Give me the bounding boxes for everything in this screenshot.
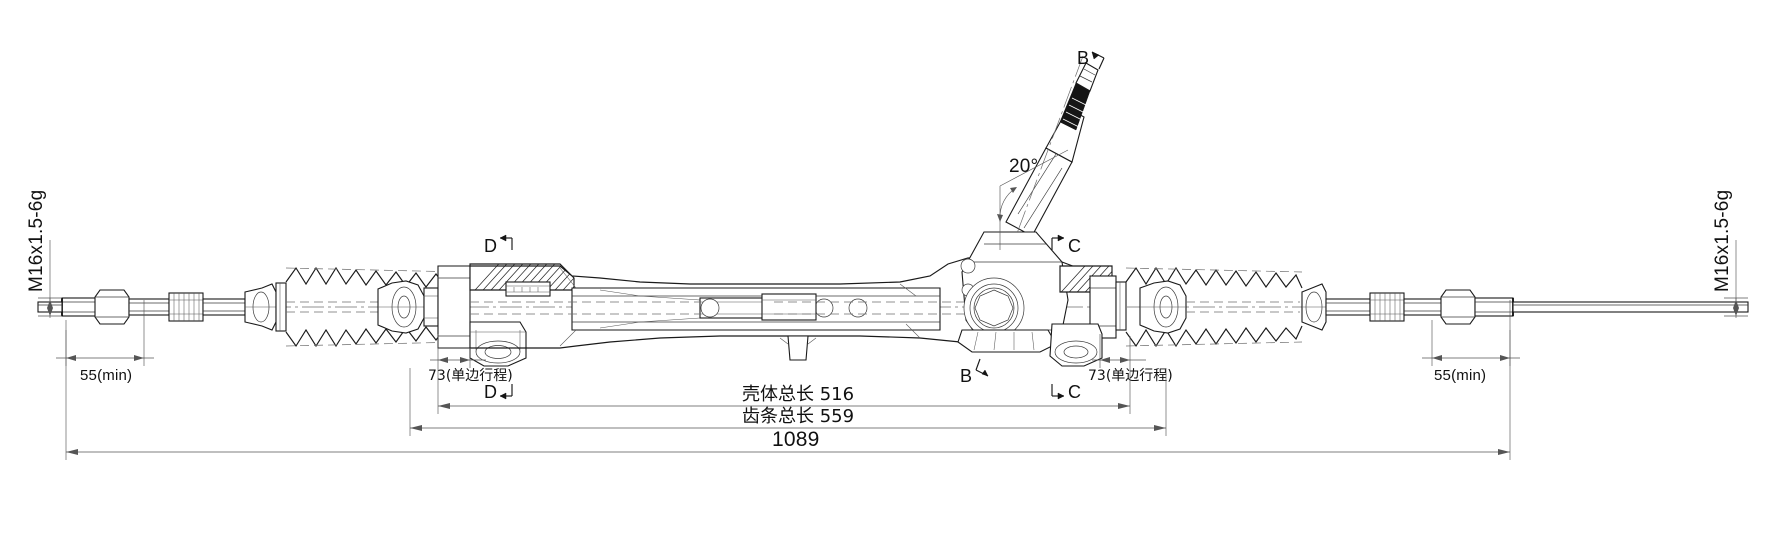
section-b-bottom-letter: B <box>960 366 972 386</box>
right-stroke-dimension: 73(单边行程) <box>1088 334 1173 384</box>
right-knurl-ribs <box>1370 293 1404 321</box>
section-c-bottom-letter: C <box>1068 382 1081 402</box>
section-b-top-letter: B <box>1077 48 1089 68</box>
section-mark-d-top: D <box>484 234 513 256</box>
housing-tick-marks <box>513 287 539 292</box>
left-min-label: 55(min) <box>80 367 132 384</box>
rack-length-label: 齿条总长 559 <box>742 406 854 427</box>
pinion-housing <box>957 55 1099 353</box>
left-stroke-dimension: 73(单边行程) <box>428 334 513 384</box>
section-mark-c-top: C <box>1051 234 1081 256</box>
housing-right-end <box>1049 265 1117 367</box>
section-mark-c-bottom: C <box>1051 382 1081 402</box>
section-mark-d-bottom: D <box>484 382 513 402</box>
right-min-label: 55(min) <box>1434 367 1486 384</box>
left-inner-joint <box>377 280 439 334</box>
overall-length-dimension: 1089 <box>65 330 1511 460</box>
housing-left-end <box>437 263 575 367</box>
section-mark-b-top: B <box>1077 48 1105 70</box>
pinion-angle-dimension: 20° <box>997 149 1069 250</box>
right-thread-callout: M16x1.5-6g <box>1712 190 1748 318</box>
rack-length-dimension: 齿条总长 559 <box>409 368 1167 436</box>
left-tie-rod-assembly <box>61 266 463 348</box>
right-inner-joint <box>1139 280 1187 334</box>
section-mark-b-bottom: B <box>960 358 989 386</box>
housing-length-dimension: 壳体总长 516 <box>437 368 1131 414</box>
section-c-top-letter: C <box>1068 236 1081 256</box>
left-thread-callout: M16x1.5-6g <box>26 190 62 318</box>
right-bellows-boot <box>1125 266 1303 348</box>
pinion-lower-ribs <box>973 331 1035 351</box>
left-stroke-label: 73(单边行程) <box>428 368 513 384</box>
section-d-top-letter: D <box>484 236 497 256</box>
overall-length-label: 1089 <box>772 428 820 451</box>
pinion-input-shaft <box>1015 55 1099 237</box>
pinion-bore <box>963 277 1025 339</box>
left-bellows-boot <box>285 266 463 348</box>
right-thread-label: M16x1.5-6g <box>1712 190 1733 292</box>
housing-bosses <box>700 298 868 318</box>
left-knurl-ribs <box>169 293 203 321</box>
section-d-bottom-letter: D <box>484 382 497 402</box>
pinion-angle-label: 20° <box>1009 156 1038 177</box>
left-thread-label: M16x1.5-6g <box>26 190 47 292</box>
housing-ribs <box>559 267 921 347</box>
housing-length-label: 壳体总长 516 <box>742 384 854 405</box>
right-tie-rod-assembly <box>1115 266 1749 348</box>
right-stroke-label: 73(单边行程) <box>1088 368 1173 384</box>
main-housing-tube <box>470 257 1001 361</box>
